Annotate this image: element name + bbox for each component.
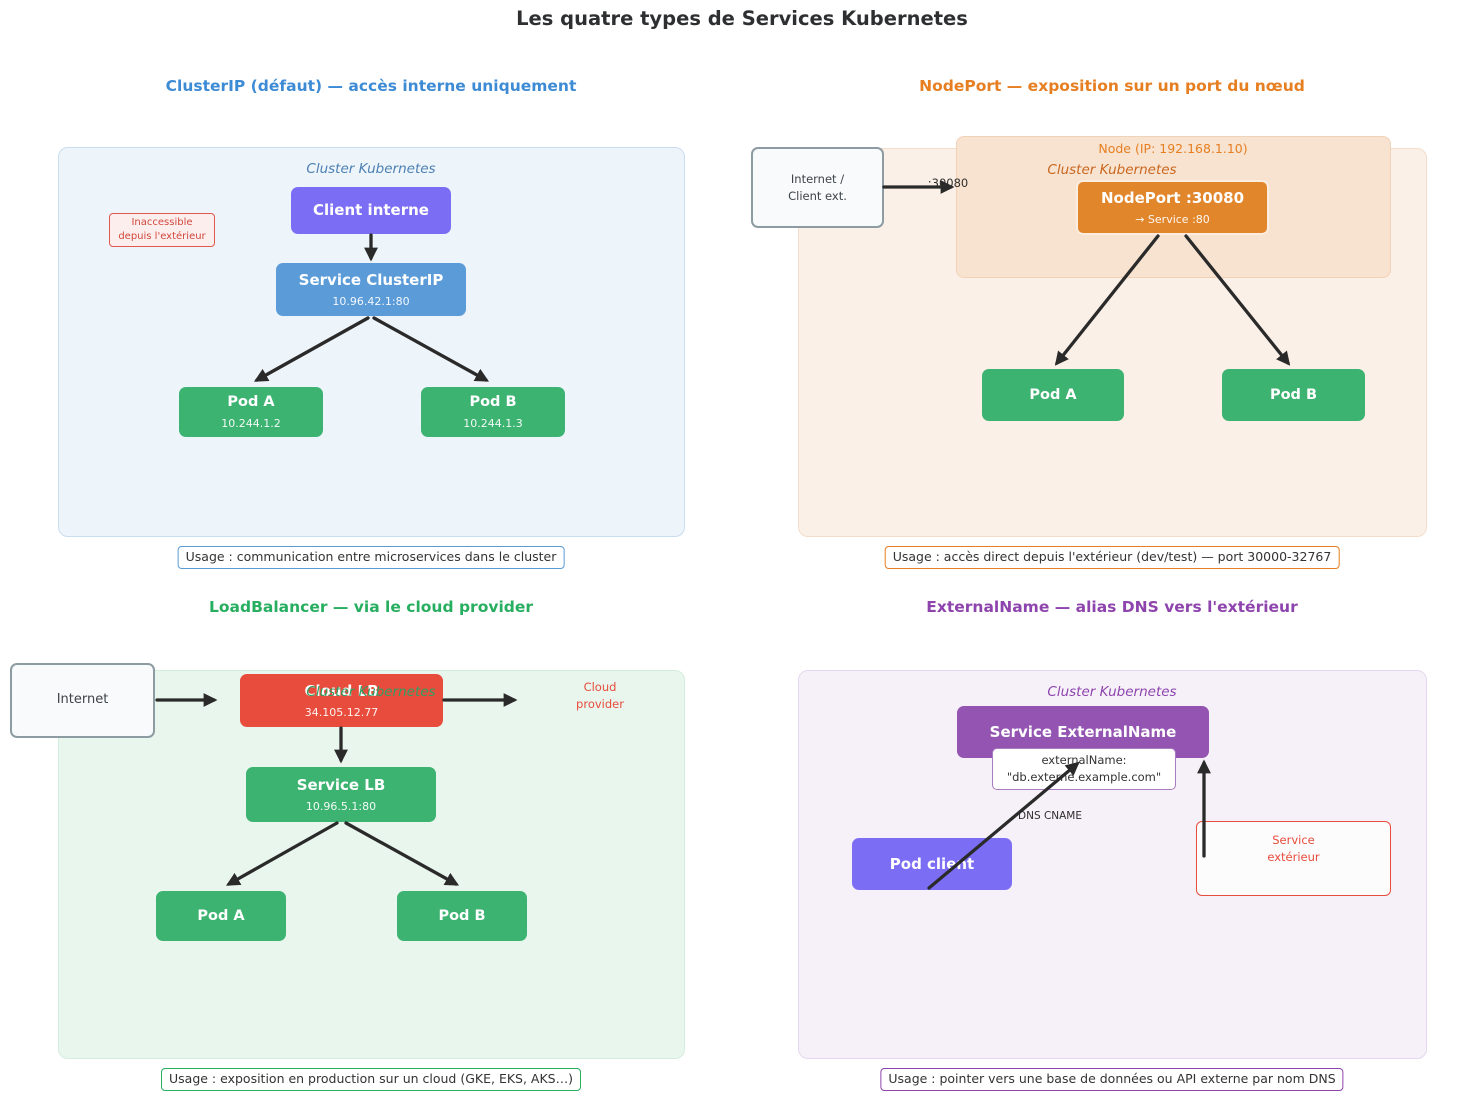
service-exterieur-line-2: extérieur — [1267, 849, 1320, 864]
service-lb-box: Service LB 10.96.5.1:80 — [246, 767, 436, 822]
nodeport-arrow-label: :30080 — [927, 176, 969, 190]
nodeport-usage-caption: Usage : accès direct depuis l'extérieur … — [884, 546, 1340, 569]
nodeport-pod-a-box: Pod A — [982, 369, 1124, 421]
service-lb-title: Service LB — [296, 775, 386, 794]
client-interne-box: Client interne — [291, 187, 451, 234]
pod-b-ip: 10.244.1.3 — [463, 416, 523, 430]
nodeport-heading: NodePort — exposition sur un port du nœu… — [919, 77, 1305, 95]
loadbalancer-usage-caption: Usage : exposition en production sur un … — [161, 1068, 581, 1091]
nodeport-service-title: NodePort :30080 — [1100, 188, 1245, 207]
pod-b-title: Pod B — [469, 394, 517, 411]
nodeport-service-subtitle: → Service :80 — [1135, 212, 1210, 226]
loadbalancer-pod-a-box: Pod A — [156, 891, 286, 941]
internet-line-1: Internet / — [790, 171, 845, 186]
cloud-lb-ip: 34.105.12.77 — [304, 705, 379, 719]
service-clusterip-box: Service ClusterIP 10.96.42.1:80 — [276, 263, 466, 316]
pod-b-title: Pod B — [1269, 386, 1318, 403]
pod-client-title: Pod client — [889, 854, 975, 873]
pod-a-ip: 10.244.1.2 — [221, 416, 281, 430]
service-lb-ip: 10.96.5.1:80 — [305, 799, 377, 813]
externalname-note-line-2: "db.externe.example.com" — [1006, 769, 1162, 784]
note-line-1: Inaccessible — [131, 217, 193, 228]
nodeport-service-box: NodePort :30080 → Service :80 — [1076, 180, 1269, 235]
internet-client-ext-box: Internet / Client ext. — [751, 147, 884, 228]
externalname-usage-caption: Usage : pointer vers une base de données… — [880, 1068, 1344, 1091]
service-clusterip-ip: 10.96.42.1:80 — [332, 294, 410, 308]
externalname-heading: ExternalName — alias DNS vers l'extérieu… — [926, 598, 1298, 616]
dns-cname-label: DNS CNAME — [1018, 810, 1083, 822]
service-clusterip-title: Service ClusterIP — [298, 270, 444, 289]
pod-b-title: Pod B — [438, 907, 486, 924]
nodeport-cluster-label: Cluster Kubernetes — [1047, 162, 1177, 178]
clusterip-pod-b-box: Pod B 10.244.1.3 — [421, 387, 565, 437]
loadbalancer-cluster-label: Cluster Kubernetes — [306, 684, 436, 700]
pod-a-title: Pod A — [197, 907, 245, 924]
clusterip-cluster-label: Cluster Kubernetes — [306, 161, 436, 177]
externalname-note-line-1: externalName: — [1041, 753, 1127, 767]
internet-line-2: Client ext. — [788, 188, 847, 203]
internet-label: Internet — [56, 692, 109, 708]
note-line-2: depuis l'extérieur — [118, 230, 206, 242]
pod-client-box: Pod client — [852, 838, 1012, 890]
pod-a-title: Pod A — [227, 394, 275, 411]
client-interne-label: Client interne — [313, 201, 429, 219]
inaccessible-note: Inaccessible depuis l'extérieur — [109, 213, 215, 247]
clusterip-pod-a-box: Pod A 10.244.1.2 — [179, 387, 323, 437]
internet-box: Internet — [10, 663, 155, 738]
externalname-cluster-label: Cluster Kubernetes — [1047, 684, 1177, 700]
service-exterieur-box: Service extérieur — [1196, 821, 1391, 896]
clusterip-usage-caption: Usage : communication entre microservice… — [177, 546, 565, 569]
externalname-note: externalName: "db.externe.example.com" — [992, 748, 1176, 791]
loadbalancer-pod-b-box: Pod B — [397, 891, 527, 941]
loadbalancer-heading: LoadBalancer — via le cloud provider — [208, 598, 534, 616]
page-title: Les quatre types de Services Kubernetes — [516, 7, 968, 30]
service-externalname-title: Service ExternalName — [989, 722, 1177, 741]
cloud-provider-line-2: provider — [576, 696, 624, 711]
cloud-lb-title: Cloud LB — [304, 681, 379, 700]
node-ip-label: Node (IP: 192.168.1.10) — [1098, 141, 1248, 156]
nodeport-pod-b-box: Pod B — [1222, 369, 1365, 421]
cloud-provider-line-1: Cloud — [583, 680, 617, 694]
cloud-lb-box: Cloud LB 34.105.12.77 — [240, 674, 443, 727]
clusterip-heading: ClusterIP (défaut) — accès interne uniqu… — [165, 77, 577, 95]
service-exterieur-line-1: Service — [1272, 833, 1315, 847]
pod-a-title: Pod A — [1029, 386, 1077, 403]
cloud-provider-label: Cloud provider — [576, 679, 624, 712]
